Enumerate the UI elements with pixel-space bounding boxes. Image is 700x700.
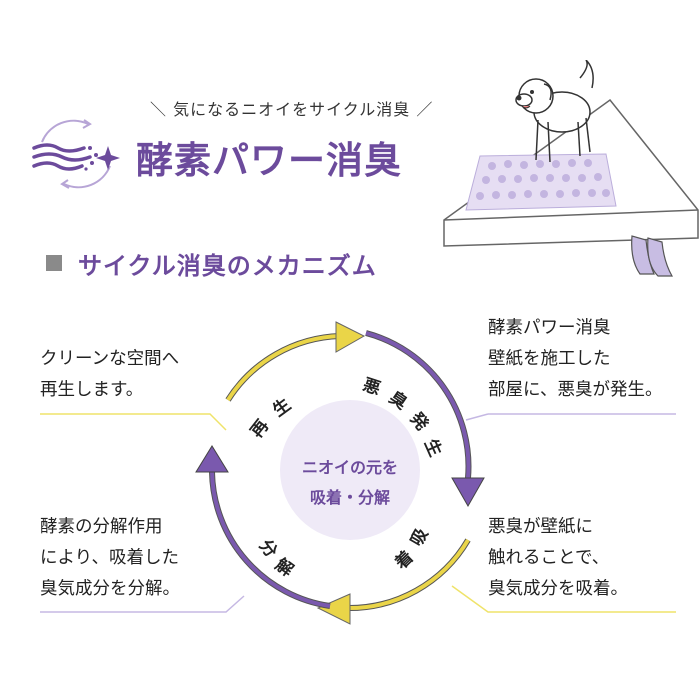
stage-adsorb-char-1: 吸 [407,524,433,550]
note-line: により、吸着した [40,548,179,568]
center-label: ニオイの元を 吸着・分解 [270,453,430,513]
tagline-text: 気になるニオイをサイクル消臭 [173,100,411,119]
section-title: サイクル消臭のメカニズム [78,252,377,280]
arc-adsorb-to-decompose [345,538,471,612]
arrowhead-bottom [316,593,351,625]
note-top-left: クリーンな空間へ 再生します。 [40,344,179,406]
center-circle [280,400,420,540]
note-line: 酵素パワー消臭 [488,318,611,338]
arrowhead-right [451,477,485,508]
note-line: クリーンな空間へ [40,349,180,369]
stage-regen-char-1: 再 [247,416,273,442]
center-label-line-2: 吸着・分解 [309,488,390,507]
stage-odor-char-1: 悪 [360,375,382,399]
note-line: 酵素の分解作用 [40,517,163,537]
cycle-wind-sparkle-icon [32,119,120,189]
arrowhead-left [195,445,229,473]
note-line: 悪臭が壁紙に [488,517,593,537]
leader-line-bottom-left [40,595,245,613]
arrowhead-top [335,321,366,353]
stage-decompose-char-1: 分 [255,536,281,562]
note-line: 臭気成分を分解。 [40,579,180,599]
note-bottom-left: 酵素の分解作用 により、吸着した 臭気成分を分解。 [40,512,180,605]
note-line: 壁紙を施工した [488,349,611,369]
leader-line-top-left [40,413,227,431]
tagline-slash-left: ＼ [150,100,174,119]
tagline-slash-right: ／ [410,100,434,119]
note-bottom-right: 悪臭が壁紙に 触れることで、 臭気成分を吸着。 [488,512,628,605]
note-top-right: 酵素パワー消臭 壁紙を施工した 部屋に、悪臭が発生。 [488,313,662,406]
note-line: 再生します。 [40,380,144,400]
stage-regen-char-2: 生 [269,394,295,421]
section-marker [46,255,62,271]
note-line: 部屋に、悪臭が発生。 [488,380,663,400]
stage-adsorb-char-2: 着 [390,547,418,575]
dog-on-pee-pad-icon [443,60,699,277]
note-line: 触れることで、 [488,548,610,568]
stage-decompose-char-2: 解 [271,554,297,581]
center-label-line-1: ニオイの元を [301,458,398,477]
stage-odor-char-2: 臭 [385,387,411,414]
leader-line-bottom-right [451,585,676,613]
arc-regenerate-to-odor [225,333,341,402]
note-line: 臭気成分を吸着。 [488,579,628,599]
stage-odor-char-3: 発 [405,407,433,435]
tagline: ＼ 気になるニオイをサイクル消臭 ／ [150,96,433,120]
page-title: 酵素パワー消臭 [136,139,402,182]
